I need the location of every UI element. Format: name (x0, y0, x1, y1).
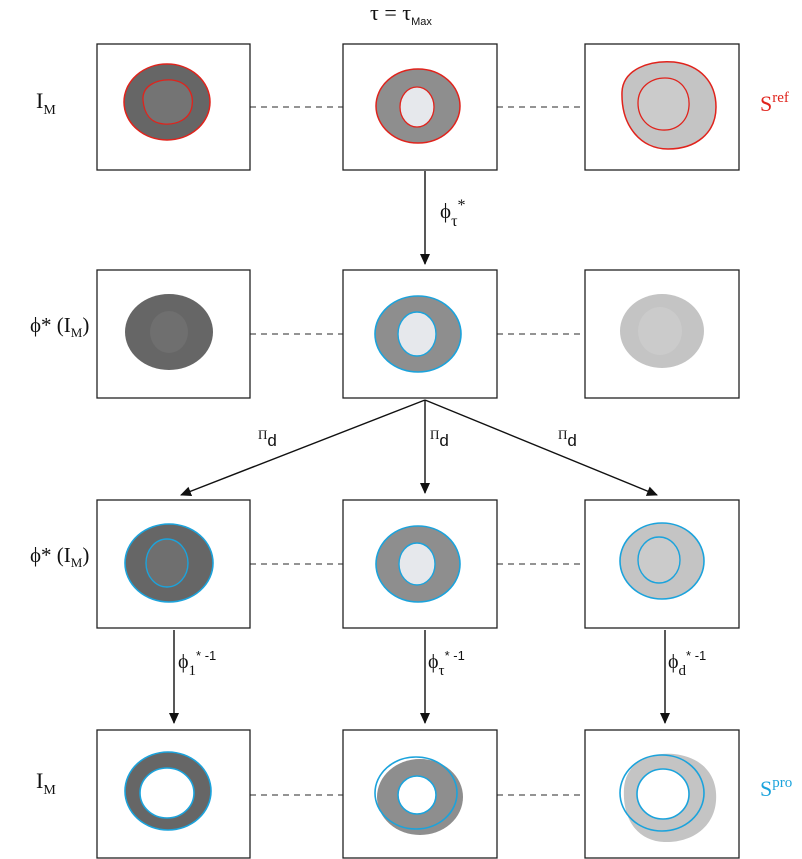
row-label-3: ϕ* (IM) (30, 543, 89, 570)
shape-inner (150, 311, 188, 353)
shape-inner (399, 543, 435, 585)
label-s-pro: Spro (760, 775, 792, 801)
arrow-pi-right (425, 400, 657, 495)
panel-r1-c3 (585, 44, 739, 170)
shape-inner-contour (146, 539, 188, 587)
label-s-ref: Sref (760, 90, 789, 116)
panel-r3-c3 (585, 500, 739, 628)
panel-r3-c2 (343, 500, 497, 628)
label-phi-d-inv: ϕd* -1 (668, 648, 706, 679)
row-label-2: ϕ* (IM) (30, 313, 89, 340)
row-label-4: IM (36, 768, 56, 798)
panel-r4-c2 (343, 730, 497, 858)
diagram-title: τ = τMax (370, 0, 432, 28)
dashed-connectors (250, 107, 585, 795)
shape-inner (637, 769, 689, 819)
panel-r4-c1 (97, 730, 250, 858)
panel-r2-c2 (343, 270, 497, 398)
row-label-1: IM (36, 88, 56, 118)
panel-r3-c1 (97, 500, 250, 628)
shape-inner (638, 307, 682, 355)
shape-inner (398, 776, 436, 814)
shape-inner (400, 87, 434, 127)
panel-r1-c1 (97, 44, 250, 170)
shape-inner-contour (143, 80, 192, 124)
shape-inner (398, 312, 436, 356)
arrow-pi-left (181, 400, 425, 495)
shape-inner-contour (638, 78, 689, 130)
panel-r1-c2 (343, 44, 497, 170)
panel-r2-c1 (97, 270, 250, 398)
shape-inner (140, 768, 194, 818)
label-pi-d-center: Πd (430, 427, 449, 450)
label-pi-d-left: Πd (258, 427, 277, 450)
label-phi-tau-star: ϕτ* (440, 197, 466, 230)
arrows (174, 171, 665, 723)
label-phi-tau-inv: ϕτ* -1 (428, 648, 465, 679)
label-pi-d-right: Πd (558, 427, 577, 450)
panel-r4-c3 (585, 730, 739, 858)
label-phi-1-inv: ϕ1* -1 (178, 648, 216, 679)
shape-inner-contour (638, 537, 680, 583)
panel-r2-c3 (585, 270, 739, 398)
